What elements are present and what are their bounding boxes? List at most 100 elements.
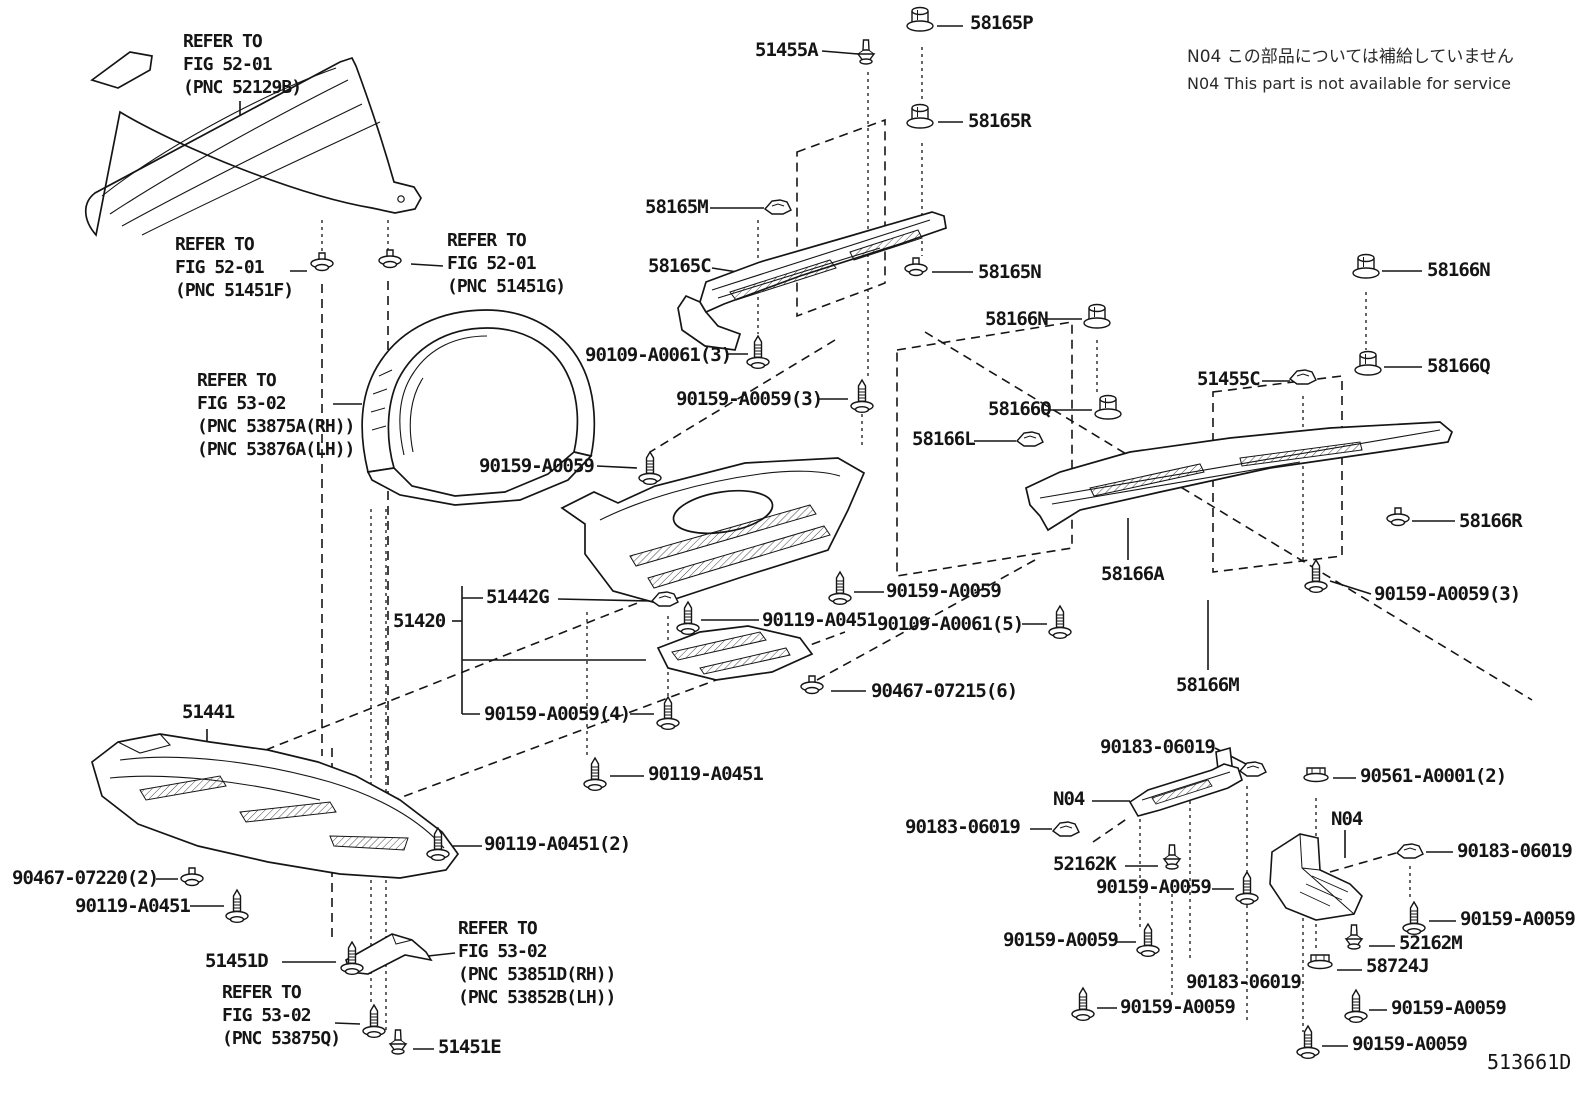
clip-51451F-icon	[310, 252, 334, 272]
nut-58724J-icon	[1307, 954, 1333, 970]
part-number-label: 51451E	[438, 1036, 502, 1058]
part-number-label: 90119-A0451	[762, 609, 878, 631]
screw-90159-A0059-icon	[1296, 1025, 1320, 1060]
part-number-label: 58165R	[968, 110, 1032, 132]
part-number-label: 90159-A0059(3)	[1374, 583, 1521, 605]
part-number-label: 51420	[393, 610, 446, 632]
part-number-label: 58166L	[912, 428, 976, 450]
part-number-label: 90159-A0059	[1120, 996, 1236, 1018]
part-number-label: 90183-06019	[905, 816, 1021, 838]
part-number-label: 58165P	[970, 12, 1034, 34]
part-number-label: 90159-A0059(3)	[676, 388, 823, 410]
part-number-label: 90183-06019	[1186, 971, 1302, 993]
part-number-label: 90119-A0451	[648, 763, 764, 785]
clip-51451G-icon	[378, 249, 402, 269]
part-number-label: 90159-A0059	[1003, 929, 1119, 951]
note-english: N04 This part is not available for servi…	[1187, 74, 1511, 93]
part-number-label: 58165N	[978, 261, 1042, 283]
clip-58165P-icon	[906, 6, 934, 32]
part-number-label: 90119-A0451(2)	[484, 833, 631, 855]
clip-58166N-icon	[1352, 253, 1380, 279]
clip-51455A-icon	[857, 39, 875, 65]
engine-under-cover-drawing	[560, 457, 866, 605]
part-number-label: 90467-07220(2)	[12, 867, 159, 889]
clip-90183-06019-icon	[1396, 843, 1424, 859]
part-number-label: 90159-A0059(4)	[484, 703, 631, 725]
part-number-label: 58166Q	[988, 398, 1052, 420]
part-number-label: 90159-A0059	[1391, 997, 1507, 1019]
fender-liner-drawing	[361, 309, 596, 506]
part-number-label: 58165M	[645, 196, 709, 218]
clip-58165N-icon	[904, 257, 928, 277]
part-number-label: 51441	[182, 701, 235, 723]
part-number-label: 90561-A0001(2)	[1360, 765, 1507, 787]
part-number-label: 90159-A0059	[479, 455, 595, 477]
projection-dotted-lines	[321, 47, 1411, 1032]
part-number-label: 58166N	[1427, 259, 1491, 281]
screw-90119-A0451-icon	[676, 601, 700, 635]
part-number-label: 90159-A0059	[1096, 876, 1212, 898]
nut-90561-A0001-icon	[1303, 767, 1329, 783]
refer-to-label: REFER TO FIG 52-01 (PNC 51451G)	[447, 230, 566, 297]
screw-90159-A0059-icon	[850, 379, 874, 413]
part-number-label: 90467-07215(6)	[871, 680, 1018, 702]
refer-to-label: REFER TO FIG 52-01 (PNC 51451F)	[175, 234, 294, 301]
clip-58165R-icon	[906, 103, 934, 129]
front-spoiler-drawing	[84, 51, 422, 237]
part-number-label: 51451D	[205, 950, 269, 972]
screw-90159-A0059-icon	[656, 696, 680, 730]
part-number-label: 51442G	[486, 586, 550, 608]
clip-90183-06019-icon	[1239, 761, 1267, 777]
part-number-label: 58724J	[1366, 955, 1430, 977]
clip-51451E-icon	[389, 1029, 407, 1055]
note-japanese: N04 この部品については補給していません	[1187, 47, 1514, 67]
front-under-cover-drawing	[91, 733, 460, 879]
clip-58166N-icon	[1083, 303, 1111, 329]
part-number-label: 90109-A0061(5)	[877, 613, 1024, 635]
part-number-label: 51455C	[1197, 368, 1261, 390]
screw-refer-icon	[362, 1004, 386, 1039]
n04-box-drawing	[1269, 833, 1363, 921]
part-number-label: 51455A	[755, 39, 819, 61]
part-number-label: 58166M	[1176, 674, 1240, 696]
part-number-label: 90183-06019	[1457, 840, 1573, 862]
part-number-label: 90119-A0451	[75, 895, 191, 917]
part-number-label: 58166Q	[1427, 355, 1491, 377]
screw-90159-A0059-icon	[1344, 989, 1368, 1023]
screw-90159-A0059-icon	[1136, 923, 1160, 957]
screw-90159-A0059-icon	[638, 451, 662, 485]
part-number-label: N04	[1331, 808, 1363, 830]
part-number-label: 58165C	[648, 255, 712, 277]
screw-90119-A0451-icon	[225, 889, 249, 923]
screw-90159-A0059-icon	[1304, 559, 1328, 593]
screw-90159-A0059-icon	[1071, 987, 1095, 1021]
clip-58166Q-icon	[1094, 394, 1122, 420]
clip-58166R-icon	[1386, 507, 1410, 527]
part-number-label: 90159-A0059	[1352, 1033, 1468, 1055]
part-number-label: 90183-06019	[1100, 736, 1216, 758]
screw-90109-A0061-icon	[1048, 605, 1072, 639]
n04-bracket-drawing	[1128, 746, 1243, 817]
screw-90109-A0061-icon	[746, 335, 770, 369]
rocker-molding-rear-drawing	[1025, 421, 1454, 532]
part-number-label: 52162M	[1399, 932, 1463, 954]
figure-number: 513661D	[1487, 1050, 1572, 1074]
part-number-label: 58166N	[985, 308, 1049, 330]
clip-58166L-icon	[1016, 431, 1044, 447]
refer-to-label: REFER TO FIG 52-01 (PNC 52129B)	[183, 31, 302, 98]
part-number-label: 58166R	[1459, 510, 1523, 532]
part-number-label: 90159-A0059	[1460, 908, 1576, 930]
part-number-label: N04	[1053, 788, 1085, 810]
part-number-label: 90109-A0061(3)	[585, 344, 732, 366]
clip-52162M-icon	[1345, 924, 1363, 950]
part-number-label: 58166A	[1101, 563, 1165, 585]
clip-58165M-icon	[764, 199, 792, 215]
part-number-label: 52162K	[1053, 853, 1117, 875]
rocker-molding-front-drawing	[677, 211, 947, 351]
clip-52162K-icon	[1163, 844, 1181, 870]
lower-cover-drawing	[656, 625, 814, 681]
clip-90467-07220-icon	[180, 867, 204, 887]
refer-to-label: REFER TO FIG 53-02 (PNC 53875A(RH)) (PNC…	[197, 370, 355, 460]
